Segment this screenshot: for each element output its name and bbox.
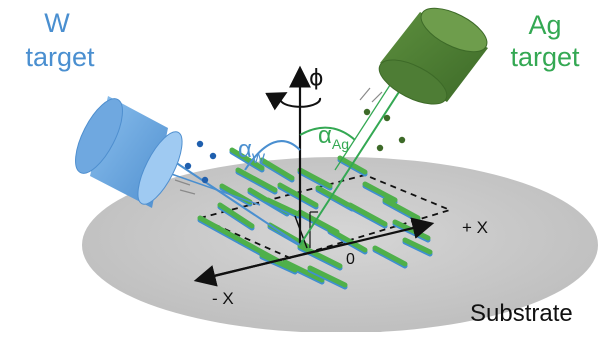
nanostructure-stripe [402, 237, 433, 255]
nanostructure-stripe [372, 245, 408, 267]
w-target-label-line1: W [44, 8, 70, 38]
nanostructure-stripe [297, 243, 343, 269]
phi-label: ϕ [309, 66, 324, 91]
alpha-ag-arc [299, 126, 356, 141]
nanostructure-stripe [362, 181, 398, 203]
w-target-cylinder [75, 96, 183, 208]
alpha-ag-symbol: α [318, 122, 332, 149]
rotation-arrow-icon [265, 92, 322, 111]
nanostructure-stripe [277, 182, 319, 208]
ag-target-label-line2: target [510, 42, 580, 72]
w-flux-line-2 [159, 169, 261, 206]
nanostructure-stripe [297, 167, 333, 189]
alpha-ag-label: αAg [318, 124, 349, 151]
minus-x-label: - X [212, 289, 234, 308]
nanostructure-stripe [197, 215, 243, 243]
origin-label: 0 [346, 251, 355, 268]
nanostructure-stripe [229, 147, 265, 171]
nanostructure-stripe [307, 265, 348, 288]
nanostructure-stripe [282, 259, 325, 283]
nanostructure-stripe [347, 202, 388, 227]
alpha-w-subscript: W [251, 149, 266, 166]
nanostructure-stripe [327, 227, 368, 253]
ag-flux-line [299, 77, 409, 246]
w-particles [174, 140, 217, 195]
ag-particles [359, 87, 406, 152]
w-target-label-line2: target [25, 42, 95, 72]
ag-target-label-line1: Ag [528, 10, 562, 40]
nanostructure-stripe [382, 197, 421, 221]
w-flux-line [174, 161, 301, 246]
nanostructure-stripe [259, 157, 295, 181]
nanostructure-stripe [259, 252, 298, 273]
nanostructure-stripe [235, 167, 278, 193]
ag-target-cylinder [378, 7, 488, 105]
alpha-w-symbol: α [238, 136, 252, 163]
alpha-w-arc [244, 140, 301, 171]
nanostructure-stripe [265, 197, 301, 217]
substrate-region-outline [197, 174, 453, 259]
nanostructure-stripe [315, 185, 355, 210]
x-axis-minus [193, 242, 346, 287]
ag-flux-line-2 [334, 81, 393, 171]
nanostructure-stripe [217, 202, 255, 229]
alpha-ag-subscript: Ag [331, 135, 349, 152]
substrate-label: Substrate [470, 300, 573, 327]
alpha-w-label: αW [238, 138, 265, 165]
plus-x-label: + X [462, 218, 488, 237]
